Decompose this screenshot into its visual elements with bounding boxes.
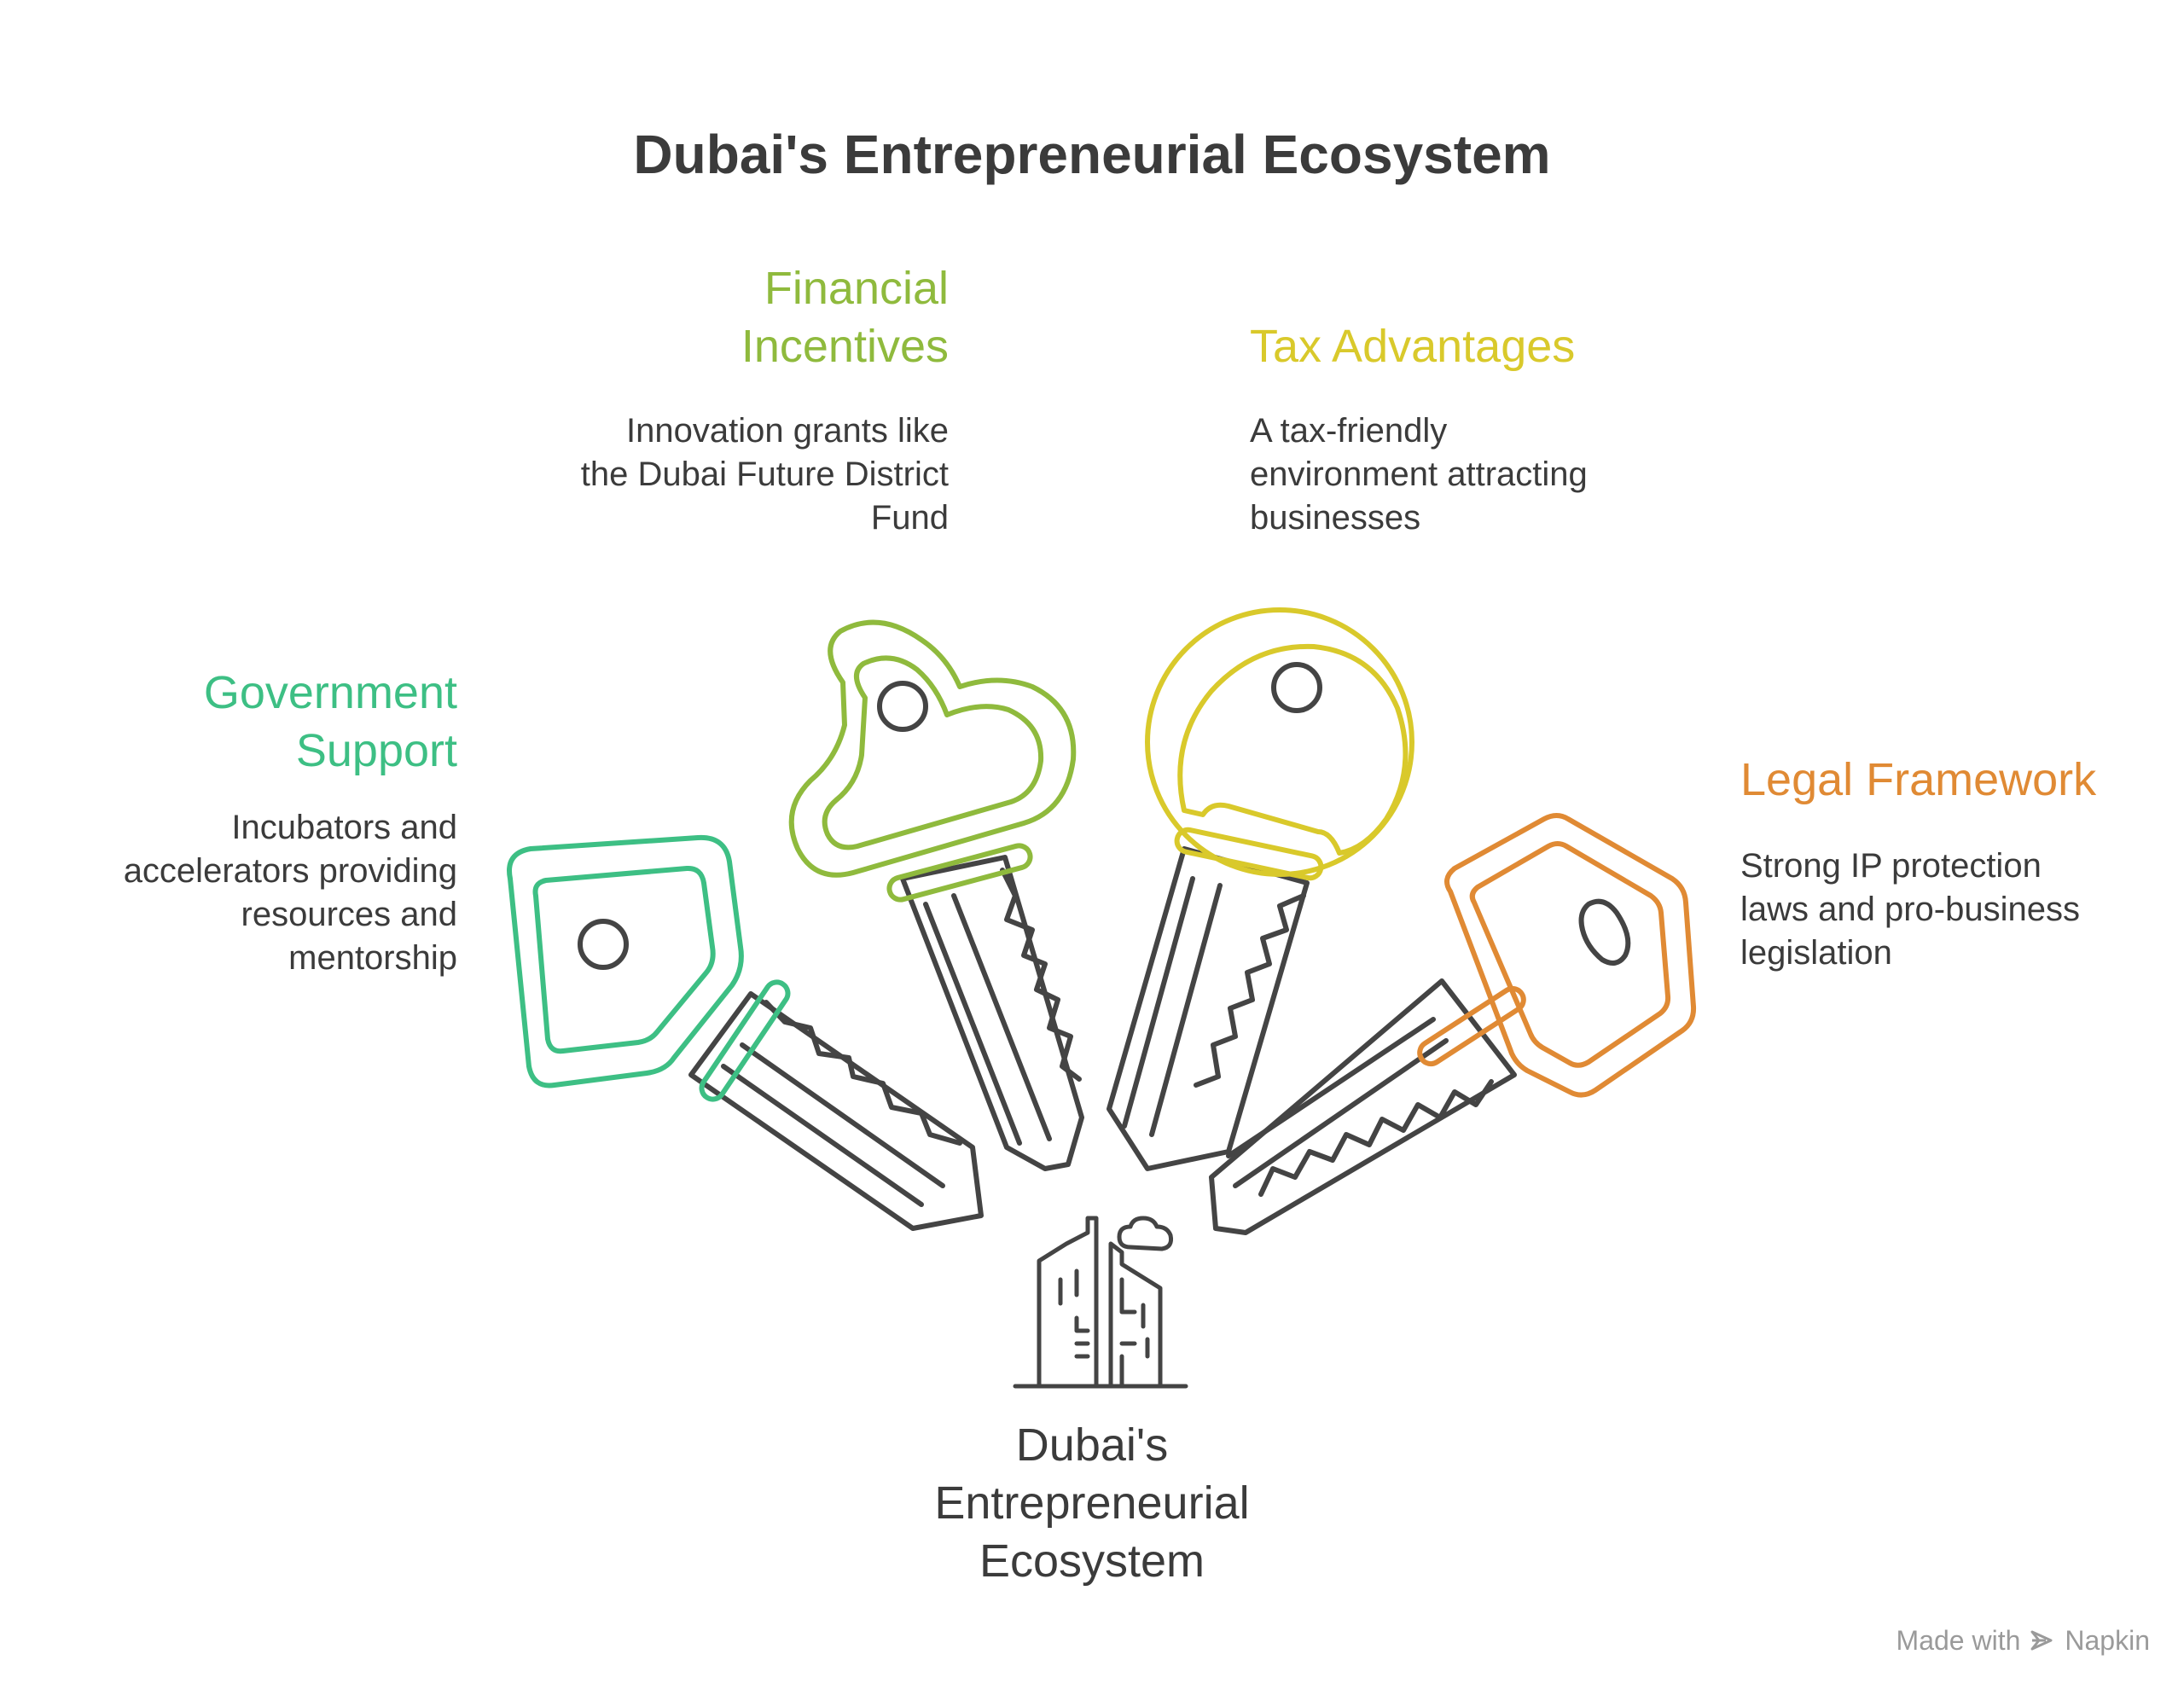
- government-support-key-collar: [699, 979, 791, 1102]
- government-support-key-head: [507, 834, 744, 1088]
- cloud-icon: [1117, 1216, 1173, 1251]
- page-title: Dubai's Entrepreneurial Ecosystem: [633, 124, 1551, 185]
- tax-advantages-key-head: [1145, 607, 1414, 877]
- tax-advantages-description: A tax-friendly environment attracting bu…: [1250, 412, 1588, 537]
- city-skyline-icon: [1013, 1216, 1188, 1389]
- napkin-logo-icon: [2030, 1630, 2053, 1651]
- government-support-heading: Government Support: [203, 667, 457, 776]
- legal-framework-description: Strong IP protection laws and pro-busine…: [1740, 847, 2080, 972]
- financial-incentives-key-hole: [877, 681, 928, 732]
- tax-advantages-heading: Tax Advantages: [1250, 321, 1576, 372]
- legal-framework-heading: Legal Framework: [1740, 754, 2097, 805]
- center-label: Dubai's Entrepreneurial Ecosystem: [934, 1419, 1250, 1587]
- government-support-key-hole: [578, 919, 629, 970]
- legal-framework-key-collar: [1417, 985, 1526, 1067]
- legal-framework-key-head: [1444, 813, 1697, 1098]
- tax-advantages-key-shaft: [1107, 846, 1310, 1171]
- tax-advantages-key-hole: [1271, 662, 1322, 713]
- government-support-key: [507, 834, 984, 1231]
- government-support-key-shaft: [688, 991, 984, 1231]
- financial-incentives-description: Innovation grants like the Dubai Future …: [580, 412, 949, 537]
- tax-advantages-key: [1107, 607, 1414, 1171]
- financial-incentives-key-shaft: [900, 855, 1084, 1171]
- legal-framework-key: [1209, 813, 1697, 1235]
- made-with-napkin-badge[interactable]: Made with Napkin: [1860, 1619, 2150, 1662]
- napkin-brand-text: Napkin: [2065, 1624, 2150, 1656]
- financial-incentives-heading: Financial Incentives: [741, 263, 949, 372]
- financial-incentives-key-head: [788, 619, 1077, 878]
- financial-incentives-key-collar: [886, 843, 1033, 903]
- government-support-description: Incubators and accelerators providing re…: [123, 809, 457, 977]
- legal-framework-key-shaft: [1209, 978, 1517, 1235]
- legal-framework-key-hole: [1578, 898, 1631, 966]
- financial-incentives-key: [788, 619, 1084, 1171]
- made-with-text: Made with: [1896, 1624, 2021, 1656]
